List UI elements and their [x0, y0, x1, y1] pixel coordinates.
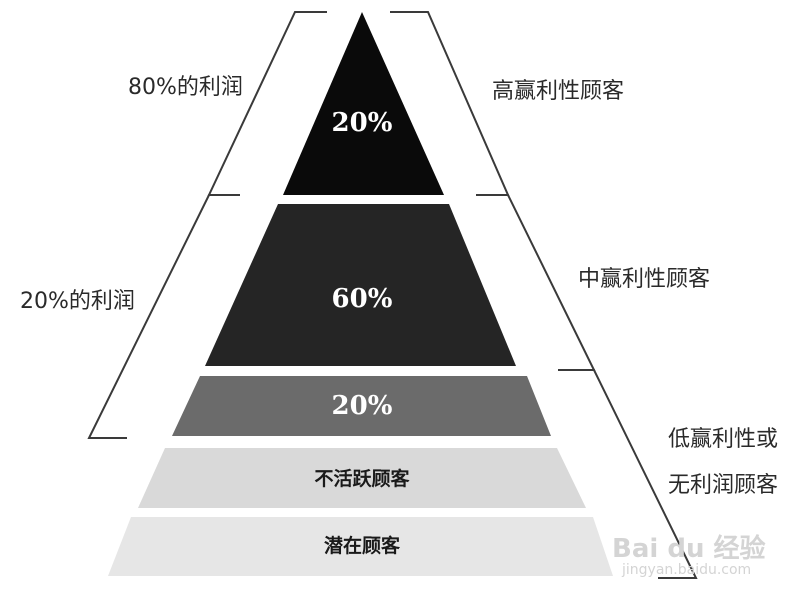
top-layer-percent-label: 20% — [332, 108, 393, 138]
pyramid-layer-inactive — [138, 448, 586, 508]
right-low-profit-label-line1: 低赢利性或 — [668, 427, 779, 452]
right-mid-profit-label: 中赢利性顾客 — [578, 267, 711, 292]
right-low-profit-label-line2: 无利润顾客 — [668, 473, 779, 498]
pyramid-layer-potential — [108, 517, 613, 576]
pyramid-layer-middle — [205, 204, 516, 366]
potential-customers-label: 潜在顾客 — [324, 534, 401, 557]
lower-layer-percent-label: 20% — [332, 391, 393, 421]
left-bracket-bottom-profit — [87, 194, 240, 439]
left-bottom-profit-label: 20%的利润 — [20, 289, 135, 314]
left-top-profit-label: 80%的利润 — [128, 75, 243, 100]
inactive-customers-label: 不活跃顾客 — [314, 467, 410, 490]
watermark-brand: Bai du 经验 — [612, 534, 766, 564]
pyramid-layer-top — [283, 12, 444, 195]
middle-layer-percent-label: 60% — [332, 284, 393, 314]
right-bracket-low — [558, 369, 698, 579]
pyramid-layer-lower — [172, 376, 551, 436]
watermark-url: jingyan.baidu.com — [622, 562, 752, 578]
right-high-profit-label: 高赢利性顾客 — [492, 79, 625, 104]
